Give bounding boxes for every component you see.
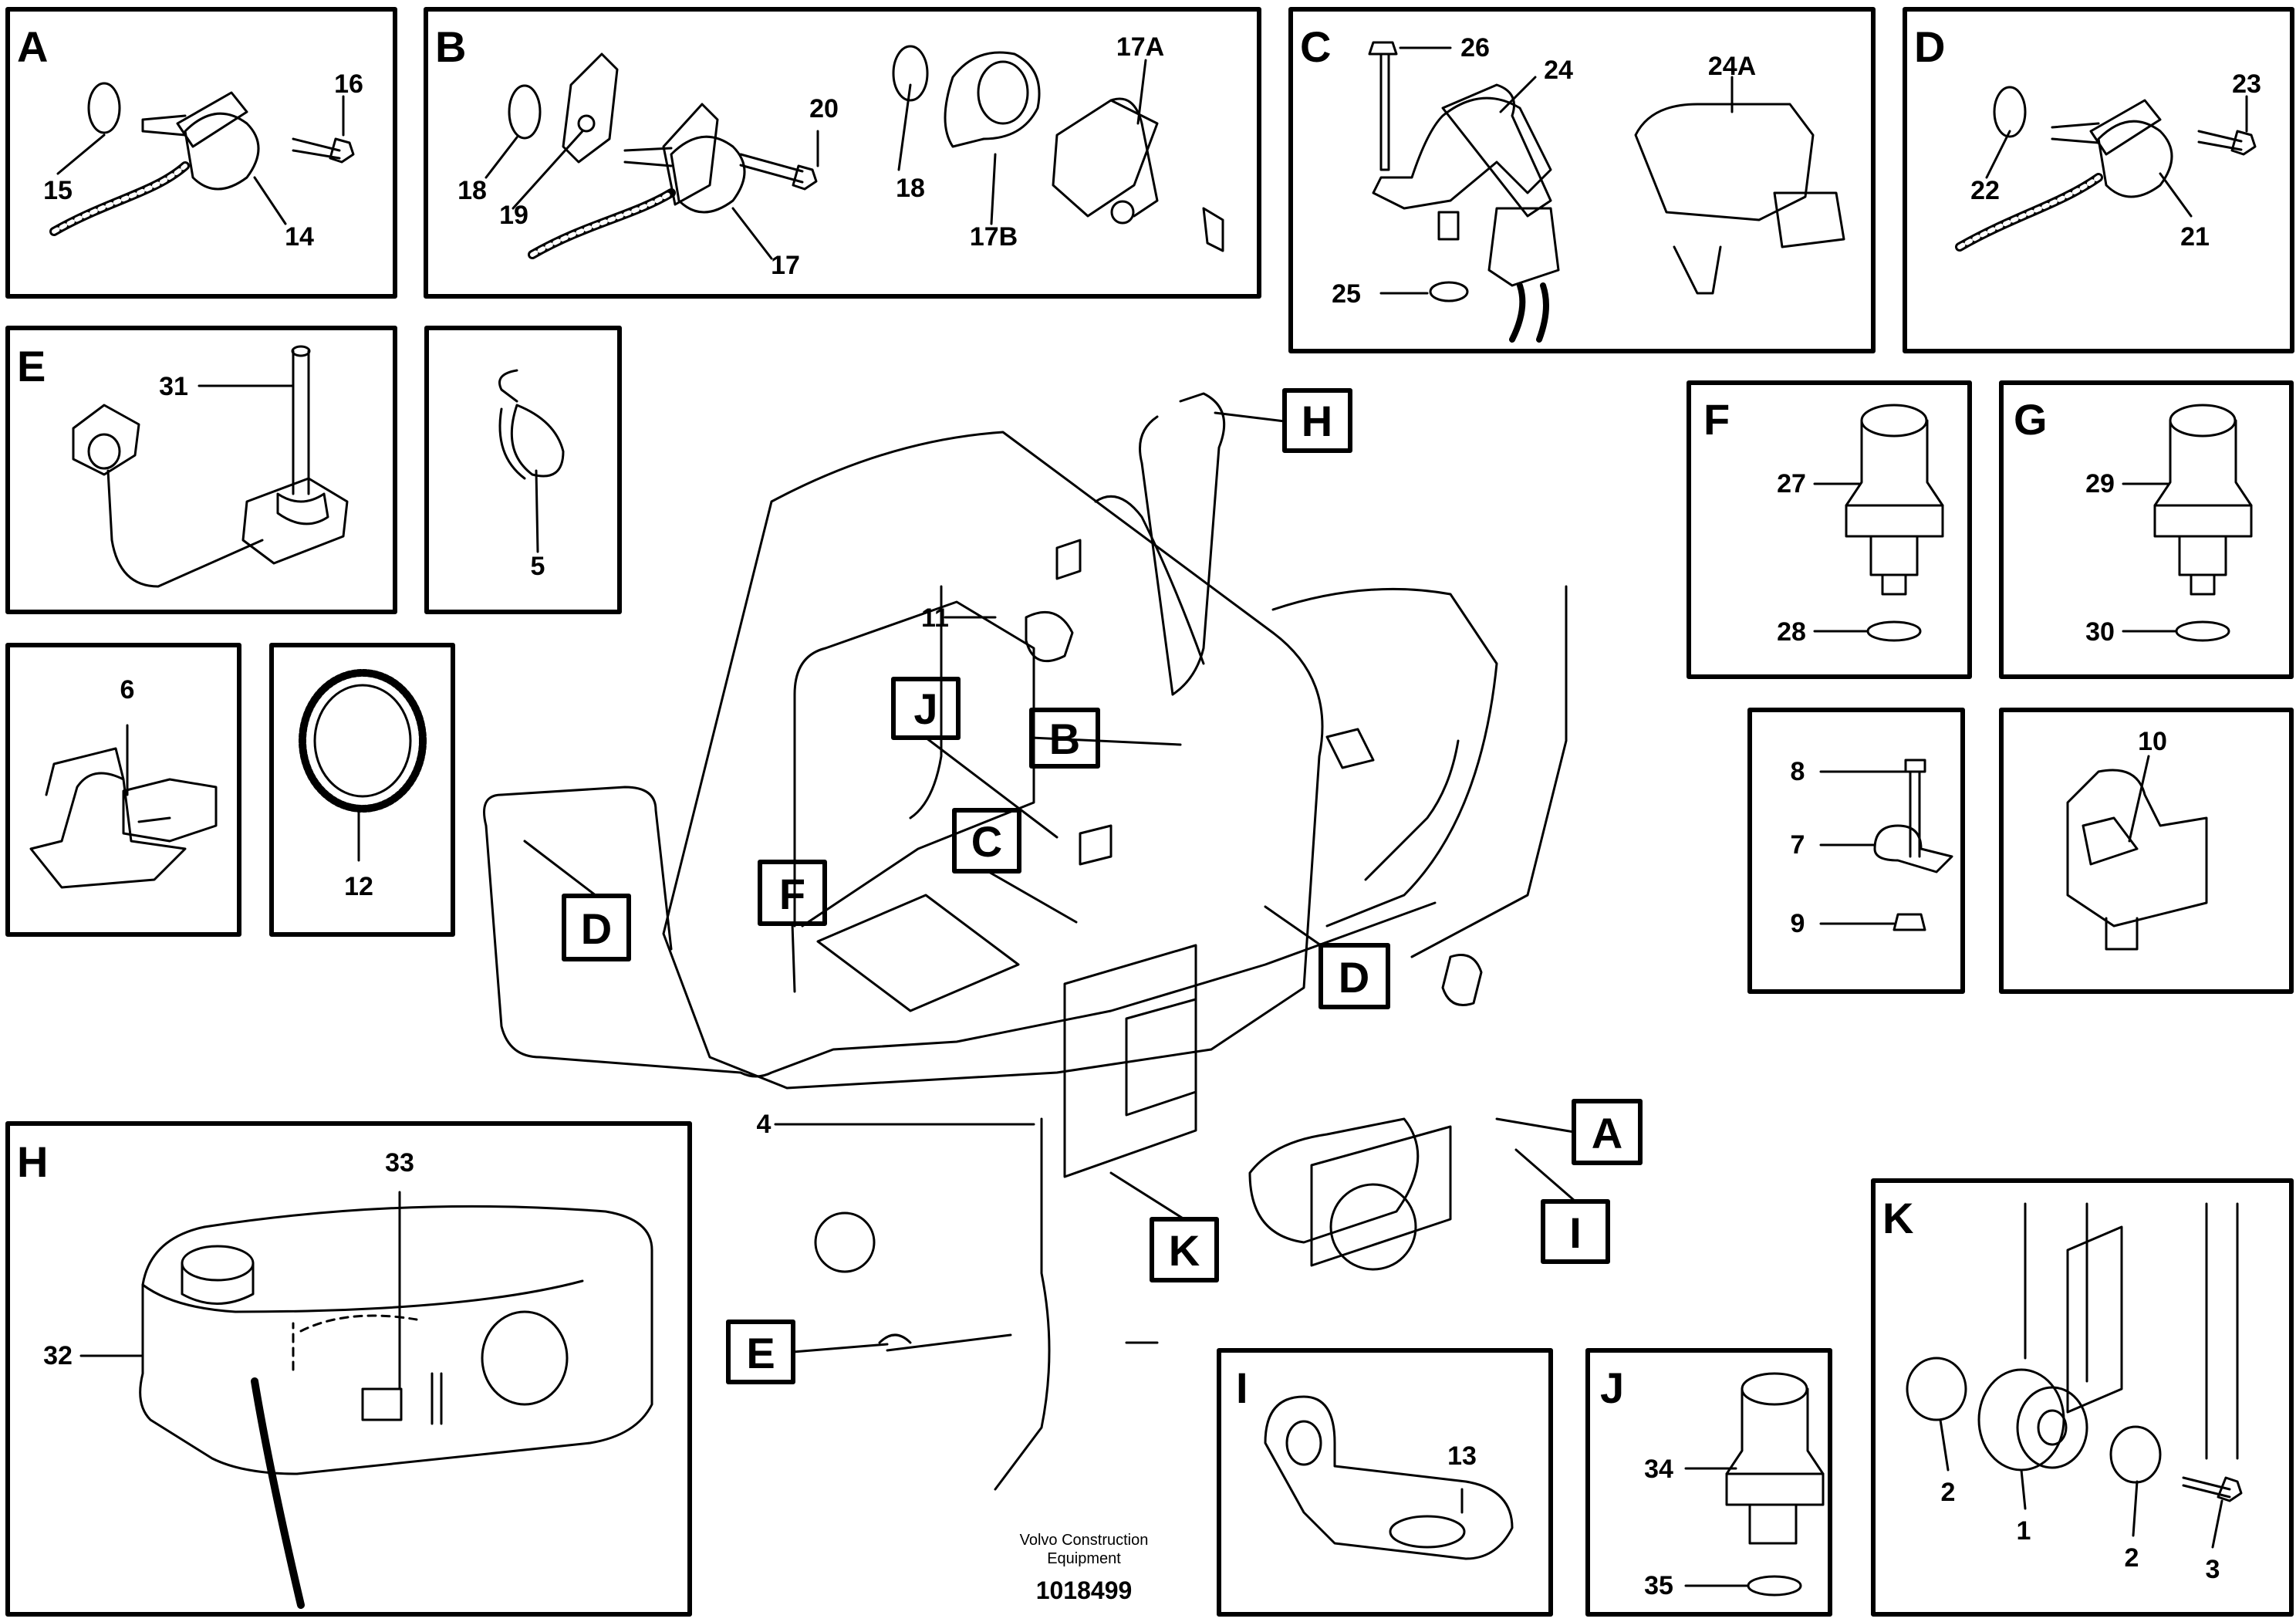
part-label-2a: 2 xyxy=(1941,1478,1956,1507)
detail-view-clamp-7 xyxy=(1747,708,1965,994)
footer: Volvo Construction Equipment 1018499 xyxy=(1020,1532,1149,1604)
part-label-11: 11 xyxy=(921,603,949,633)
part-label-31: 31 xyxy=(159,372,188,401)
letter-c: C xyxy=(1300,22,1331,71)
letter-a: A xyxy=(17,22,48,71)
part-label-26: 26 xyxy=(1460,33,1490,63)
part-label-13: 13 xyxy=(1447,1441,1477,1471)
detail-view-a xyxy=(5,7,397,299)
part-label-25: 25 xyxy=(1332,279,1361,309)
part-label-14: 14 xyxy=(285,222,314,252)
part-label-12: 12 xyxy=(344,872,373,901)
detail-view-clamp-5 xyxy=(424,326,622,614)
part-label-16: 16 xyxy=(334,69,363,99)
callout-j: J xyxy=(913,684,937,733)
part-label-35: 35 xyxy=(1644,1571,1673,1600)
part-label-5: 5 xyxy=(531,552,545,581)
part-numbers: 15 16 14 20 18 19 17 17A 18 17B 26 24 24… xyxy=(43,32,2261,1600)
letter-j: J xyxy=(1600,1363,1624,1412)
detail-view-c xyxy=(1288,7,1876,353)
part-label-22: 22 xyxy=(1970,176,2000,205)
part-label-24: 24 xyxy=(1544,56,1573,85)
letter-f: F xyxy=(1703,395,1730,444)
callout-boxes xyxy=(562,388,1643,1384)
part-label-3: 3 xyxy=(2206,1555,2220,1584)
part-label-8: 8 xyxy=(1791,757,1805,786)
callout-k: K xyxy=(1169,1226,1200,1275)
callout-i: I xyxy=(1569,1208,1582,1257)
letter-d: D xyxy=(1914,22,1945,71)
detail-view-k xyxy=(1871,1178,2294,1617)
callout-d2: D xyxy=(1339,953,1369,1002)
part-label-17: 17 xyxy=(771,251,800,280)
detail-view-f xyxy=(1687,380,1972,679)
part-label-32: 32 xyxy=(43,1341,73,1370)
part-label-1: 1 xyxy=(2017,1516,2031,1546)
letter-k: K xyxy=(1882,1194,1913,1242)
callout-h: H xyxy=(1302,397,1332,445)
detail-view-i xyxy=(1217,1348,1553,1617)
detail-view-part-12 xyxy=(269,643,455,937)
part-label-2b: 2 xyxy=(2125,1543,2139,1573)
detail-leaders xyxy=(56,46,2248,1587)
part-label-18: 18 xyxy=(458,176,487,205)
part-label-33: 33 xyxy=(385,1148,414,1178)
detail-view-h xyxy=(5,1121,692,1617)
detail-view-part-6 xyxy=(5,643,241,937)
letter-i: I xyxy=(1236,1363,1248,1412)
part-label-19: 19 xyxy=(499,201,528,230)
part-label-9: 9 xyxy=(1791,909,1805,938)
detail-view-e xyxy=(5,326,397,614)
letter-b: B xyxy=(435,22,466,71)
callout-d1: D xyxy=(581,904,612,953)
part-label-34: 34 xyxy=(1644,1455,1673,1484)
callout-b: B xyxy=(1049,715,1080,763)
part-label-10: 10 xyxy=(2138,727,2167,756)
footer-company-line2: Equipment xyxy=(1047,1550,1121,1567)
part-label-28: 28 xyxy=(1777,617,1806,647)
part-label-23: 23 xyxy=(2232,69,2261,99)
footer-company-line1: Volvo Construction xyxy=(1020,1532,1149,1549)
part-label-17b: 17B xyxy=(970,222,1018,252)
part-label-7: 7 xyxy=(1791,830,1805,860)
part-label-27: 27 xyxy=(1777,469,1806,498)
part-label-30: 30 xyxy=(2085,617,2115,647)
callout-letters: H J B C F D D A I K E xyxy=(581,397,1622,1377)
part-label-20: 20 xyxy=(809,94,839,123)
part-label-4: 4 xyxy=(757,1110,772,1139)
part-label-6: 6 xyxy=(120,675,135,705)
letter-g: G xyxy=(2014,395,2048,444)
callout-a: A xyxy=(1592,1109,1622,1157)
part-label-17a: 17A xyxy=(1116,32,1164,62)
callout-e: E xyxy=(746,1329,775,1377)
detail-view-part-10 xyxy=(1999,708,2294,994)
drawing-number: 1018499 xyxy=(1036,1576,1133,1604)
detail-view-b xyxy=(424,7,1261,299)
main-engine-view xyxy=(483,392,1568,1491)
letter-h: H xyxy=(17,1137,48,1186)
part-label-15: 15 xyxy=(43,176,73,205)
detail-view-d xyxy=(1903,7,2294,353)
part-label-18b: 18 xyxy=(896,174,925,203)
part-label-24a: 24A xyxy=(1708,52,1756,81)
callout-c: C xyxy=(971,817,1002,866)
part-label-21: 21 xyxy=(2180,222,2210,252)
letter-e: E xyxy=(17,342,46,390)
part-label-29: 29 xyxy=(2085,469,2115,498)
leader-lines xyxy=(523,411,1577,1353)
callout-f: F xyxy=(779,870,805,918)
detail-letters: A B C D E F G H I J K xyxy=(17,22,2048,1412)
